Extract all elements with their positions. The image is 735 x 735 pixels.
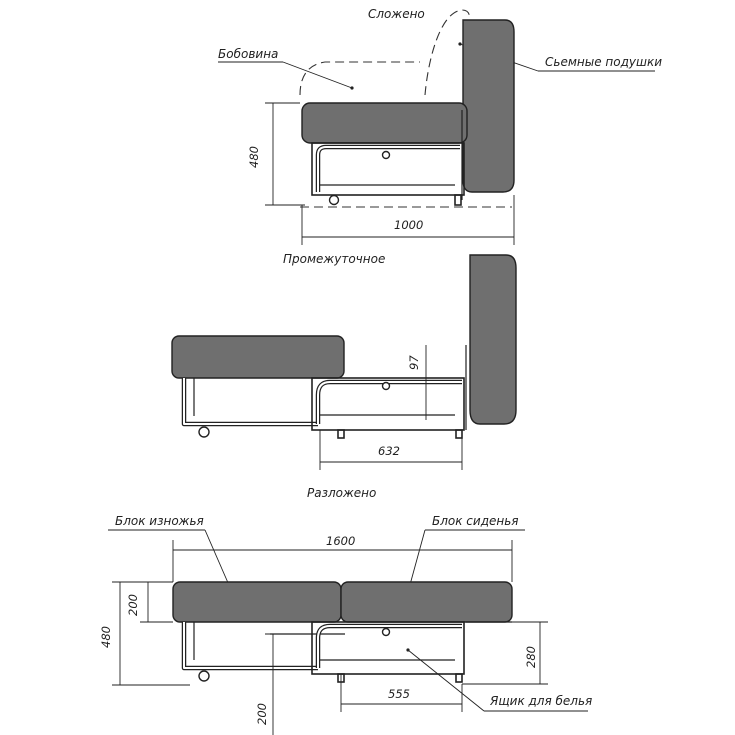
intermediate-title: Промежуточное (283, 252, 385, 266)
side-label-dot (350, 86, 354, 90)
folded-title: Сложено (368, 7, 425, 21)
cushions-label-dot (458, 42, 462, 46)
folded-foot (454, 194, 462, 206)
side-label: Бобовина (218, 47, 278, 61)
unfolded-drawer-knob (381, 627, 391, 637)
unfolded-length-dim: 1600 (326, 534, 355, 548)
unfolded-view: Разложено Блок изножья Блок сиденья 1600 (99, 486, 592, 735)
cushion-height-dim: 200 (126, 594, 140, 616)
floor-clearance-dim: 200 (255, 703, 269, 725)
folded-wheel (328, 194, 340, 206)
cushions-label: Сьемные подушки (545, 55, 662, 69)
folded-back-cushion (462, 19, 515, 193)
intermediate-back-cushion (469, 254, 517, 425)
leg-block-label: Блок изножья (115, 514, 204, 528)
drawer-label-leader (407, 649, 485, 712)
folded-drawer-knob (381, 150, 391, 160)
intermediate-drawer-knob (381, 381, 391, 391)
intermediate-view: Промежуточное 97 632 (171, 252, 517, 470)
intermediate-depth-dim: 632 (378, 444, 400, 458)
folded-seat-cushion (301, 102, 468, 144)
drawer-label: Ящик для белья (489, 694, 592, 708)
intermediate-gap-dim: 97 (407, 355, 421, 370)
unfolded-wheel (198, 670, 210, 682)
intermediate-leg-frame (181, 378, 318, 427)
intermediate-wheel (198, 426, 210, 438)
leg-block-cushion (172, 581, 342, 623)
drawer-height-dim: 280 (524, 646, 538, 668)
unfolded-leg-frame (181, 622, 318, 671)
folded-height-dim: 480 (247, 146, 261, 168)
intermediate-frame-tube (315, 379, 462, 424)
seat-block-cushion (340, 581, 513, 623)
drawer-depth-dim: 555 (388, 687, 410, 701)
side-label-leader (282, 61, 353, 89)
folded-view: Сложено Бобовина Сьемные подушки 480 (218, 7, 662, 245)
seat-block-label: Блок сиденья (432, 514, 519, 528)
unfolded-drawer (311, 621, 465, 675)
unfolded-title: Разложено (307, 486, 376, 500)
intermediate-seat-cushion (171, 335, 345, 379)
side-dashed-outline (299, 61, 420, 96)
folded-depth-dim: 1000 (394, 218, 423, 232)
folded-drawer (311, 142, 465, 196)
unfolded-height-dim: 480 (99, 626, 113, 648)
